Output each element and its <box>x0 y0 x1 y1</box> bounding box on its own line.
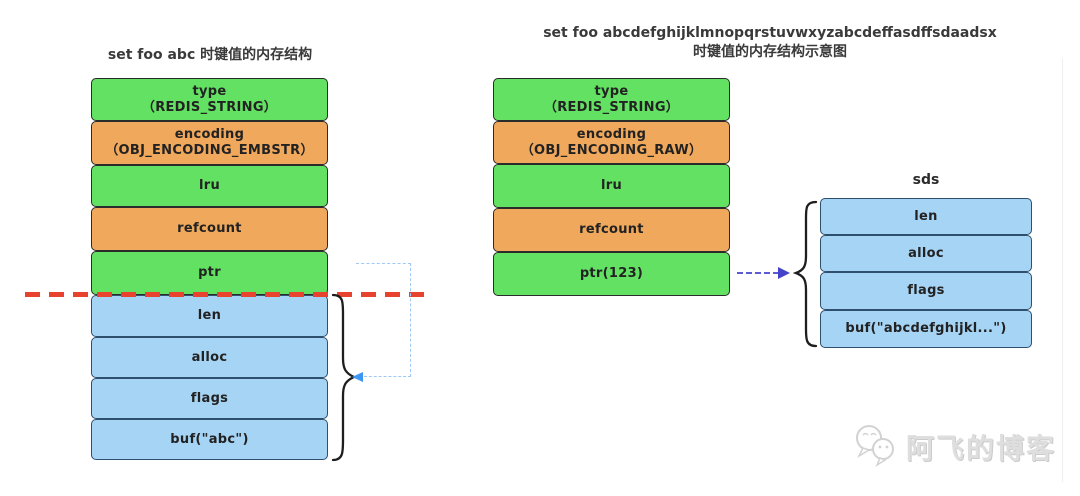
row-label: alloc <box>191 349 228 365</box>
row-label: refcount <box>579 222 644 237</box>
row-sublabel: （REDIS_STRING） <box>543 99 680 115</box>
row-sublabel: （OBJ_ENCODING_RAW） <box>520 142 703 158</box>
right-robj-row-type: type （REDIS_STRING） <box>493 78 730 121</box>
right-diagram-title-line2: 时键值的内存结构示意图 <box>693 44 847 60</box>
row-label: flags <box>907 283 945 298</box>
left-sds-row-flags: flags <box>91 378 328 419</box>
wechat-bubbles-icon <box>856 425 894 467</box>
left-diagram-title: set foo abc 时键值的内存结构 <box>107 47 313 63</box>
row-label: type <box>192 83 227 99</box>
right-diagram-title-line1: set foo abcdefghijklmnopqrstuvwxyzabcdef… <box>543 25 997 41</box>
right-diagram-title: set foo abcdefghijklmnopqrstuvwxyzabcdef… <box>520 24 1020 62</box>
ptr-connector-top-segment <box>356 263 411 264</box>
sds-title: sds <box>912 172 940 188</box>
row-sublabel: （OBJ_ENCODING_EMBSTR） <box>105 143 314 158</box>
row-label: ptr <box>198 265 221 280</box>
row-label: lru <box>600 178 623 193</box>
ptr-connector-arrowhead-icon <box>352 372 363 382</box>
right-sds-row-buf: buf("abcdefghijkl...") <box>820 310 1032 348</box>
right-robj-row-refcount: refcount <box>493 208 730 252</box>
row-label: encoding <box>576 126 647 142</box>
left-robj-row-refcount: refcount <box>91 207 328 251</box>
right-edge-line <box>1062 58 1063 482</box>
left-sds-row-buf: buf("abc") <box>91 419 328 460</box>
row-label: type <box>594 83 629 99</box>
row-label: len <box>914 208 938 224</box>
row-label: len <box>197 308 222 323</box>
ptr-connector-bottom-segment <box>364 376 411 377</box>
right-robj-row-encoding: encoding （OBJ_ENCODING_RAW） <box>493 121 730 164</box>
right-robj-row-lru: lru <box>493 164 730 208</box>
row-label: refcount <box>177 221 242 236</box>
ptr-connector-vertical-segment <box>410 263 411 377</box>
left-sds-row-len: len <box>91 295 328 337</box>
watermark: 阿飞的博客 <box>852 422 1056 472</box>
row-label: ptr(123) <box>579 266 644 281</box>
left-robj-row-type: type （REDIS_STRING） <box>91 78 328 121</box>
right-sds-row-flags: flags <box>820 272 1032 310</box>
row-label: lru <box>198 178 221 193</box>
row-label: buf("abcdefghijkl...") <box>845 321 1007 336</box>
red-divider-line <box>25 292 433 297</box>
ptr-arrowhead-icon <box>778 267 790 279</box>
row-label: flags <box>190 390 229 406</box>
row-sublabel: （REDIS_STRING） <box>141 99 278 115</box>
left-robj-row-lru: lru <box>91 165 328 207</box>
right-sds-brace <box>793 200 818 348</box>
right-sds-row-len: len <box>820 198 1032 235</box>
watermark-text: 阿飞的博客 <box>906 432 1057 465</box>
right-robj-row-ptr: ptr(123) <box>493 252 730 296</box>
row-label: buf("abc") <box>170 431 249 447</box>
ptr-arrow-line <box>737 272 779 274</box>
left-robj-row-encoding: encoding （OBJ_ENCODING_EMBSTR） <box>91 121 328 165</box>
row-label: encoding <box>174 127 245 142</box>
row-label: alloc <box>908 245 944 261</box>
right-sds-row-alloc: alloc <box>820 235 1032 272</box>
left-sds-row-alloc: alloc <box>91 337 328 378</box>
left-robj-row-ptr: ptr <box>91 251 328 295</box>
